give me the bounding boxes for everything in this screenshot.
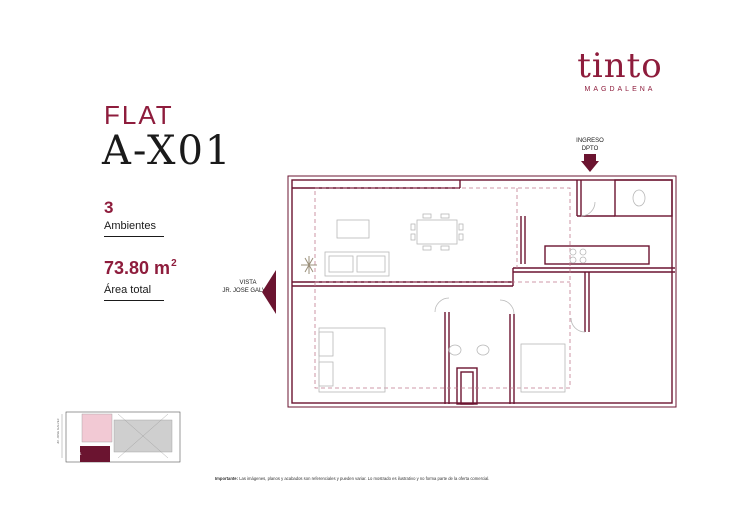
rooms-label: Ambientes: [104, 220, 156, 232]
area-value: 73.80 m2: [104, 258, 177, 278]
entry-label: INGRESO DPTO: [576, 138, 604, 152]
area-label: Área total: [104, 284, 152, 296]
brand-subtitle: MAGDALENA: [584, 86, 656, 93]
brand-logo: tinto MAGDALENA: [560, 48, 680, 93]
disclaimer: Importante: Las imágenes, planos y acaba…: [215, 476, 490, 481]
key-plan-street-label: JR. JOSE GALVEZ: [56, 418, 60, 444]
area-divider: [104, 300, 164, 301]
key-plan: [61, 411, 181, 463]
view-arrow-icon: [262, 270, 276, 314]
view-label: VISTA JR. JOSE GALVEZ: [222, 280, 274, 294]
floor-plan: [287, 175, 677, 408]
rooms-divider: [104, 236, 164, 237]
plant-icon: [301, 256, 317, 274]
unit-type-label: FLAT: [104, 100, 174, 130]
key-plan-unit-tag: A-X01: [72, 452, 82, 456]
entry-arrow-icon: [581, 154, 599, 172]
unit-code: A-X01: [102, 128, 233, 174]
brand-name: tinto: [577, 46, 663, 86]
rooms-value: 3: [104, 198, 114, 217]
